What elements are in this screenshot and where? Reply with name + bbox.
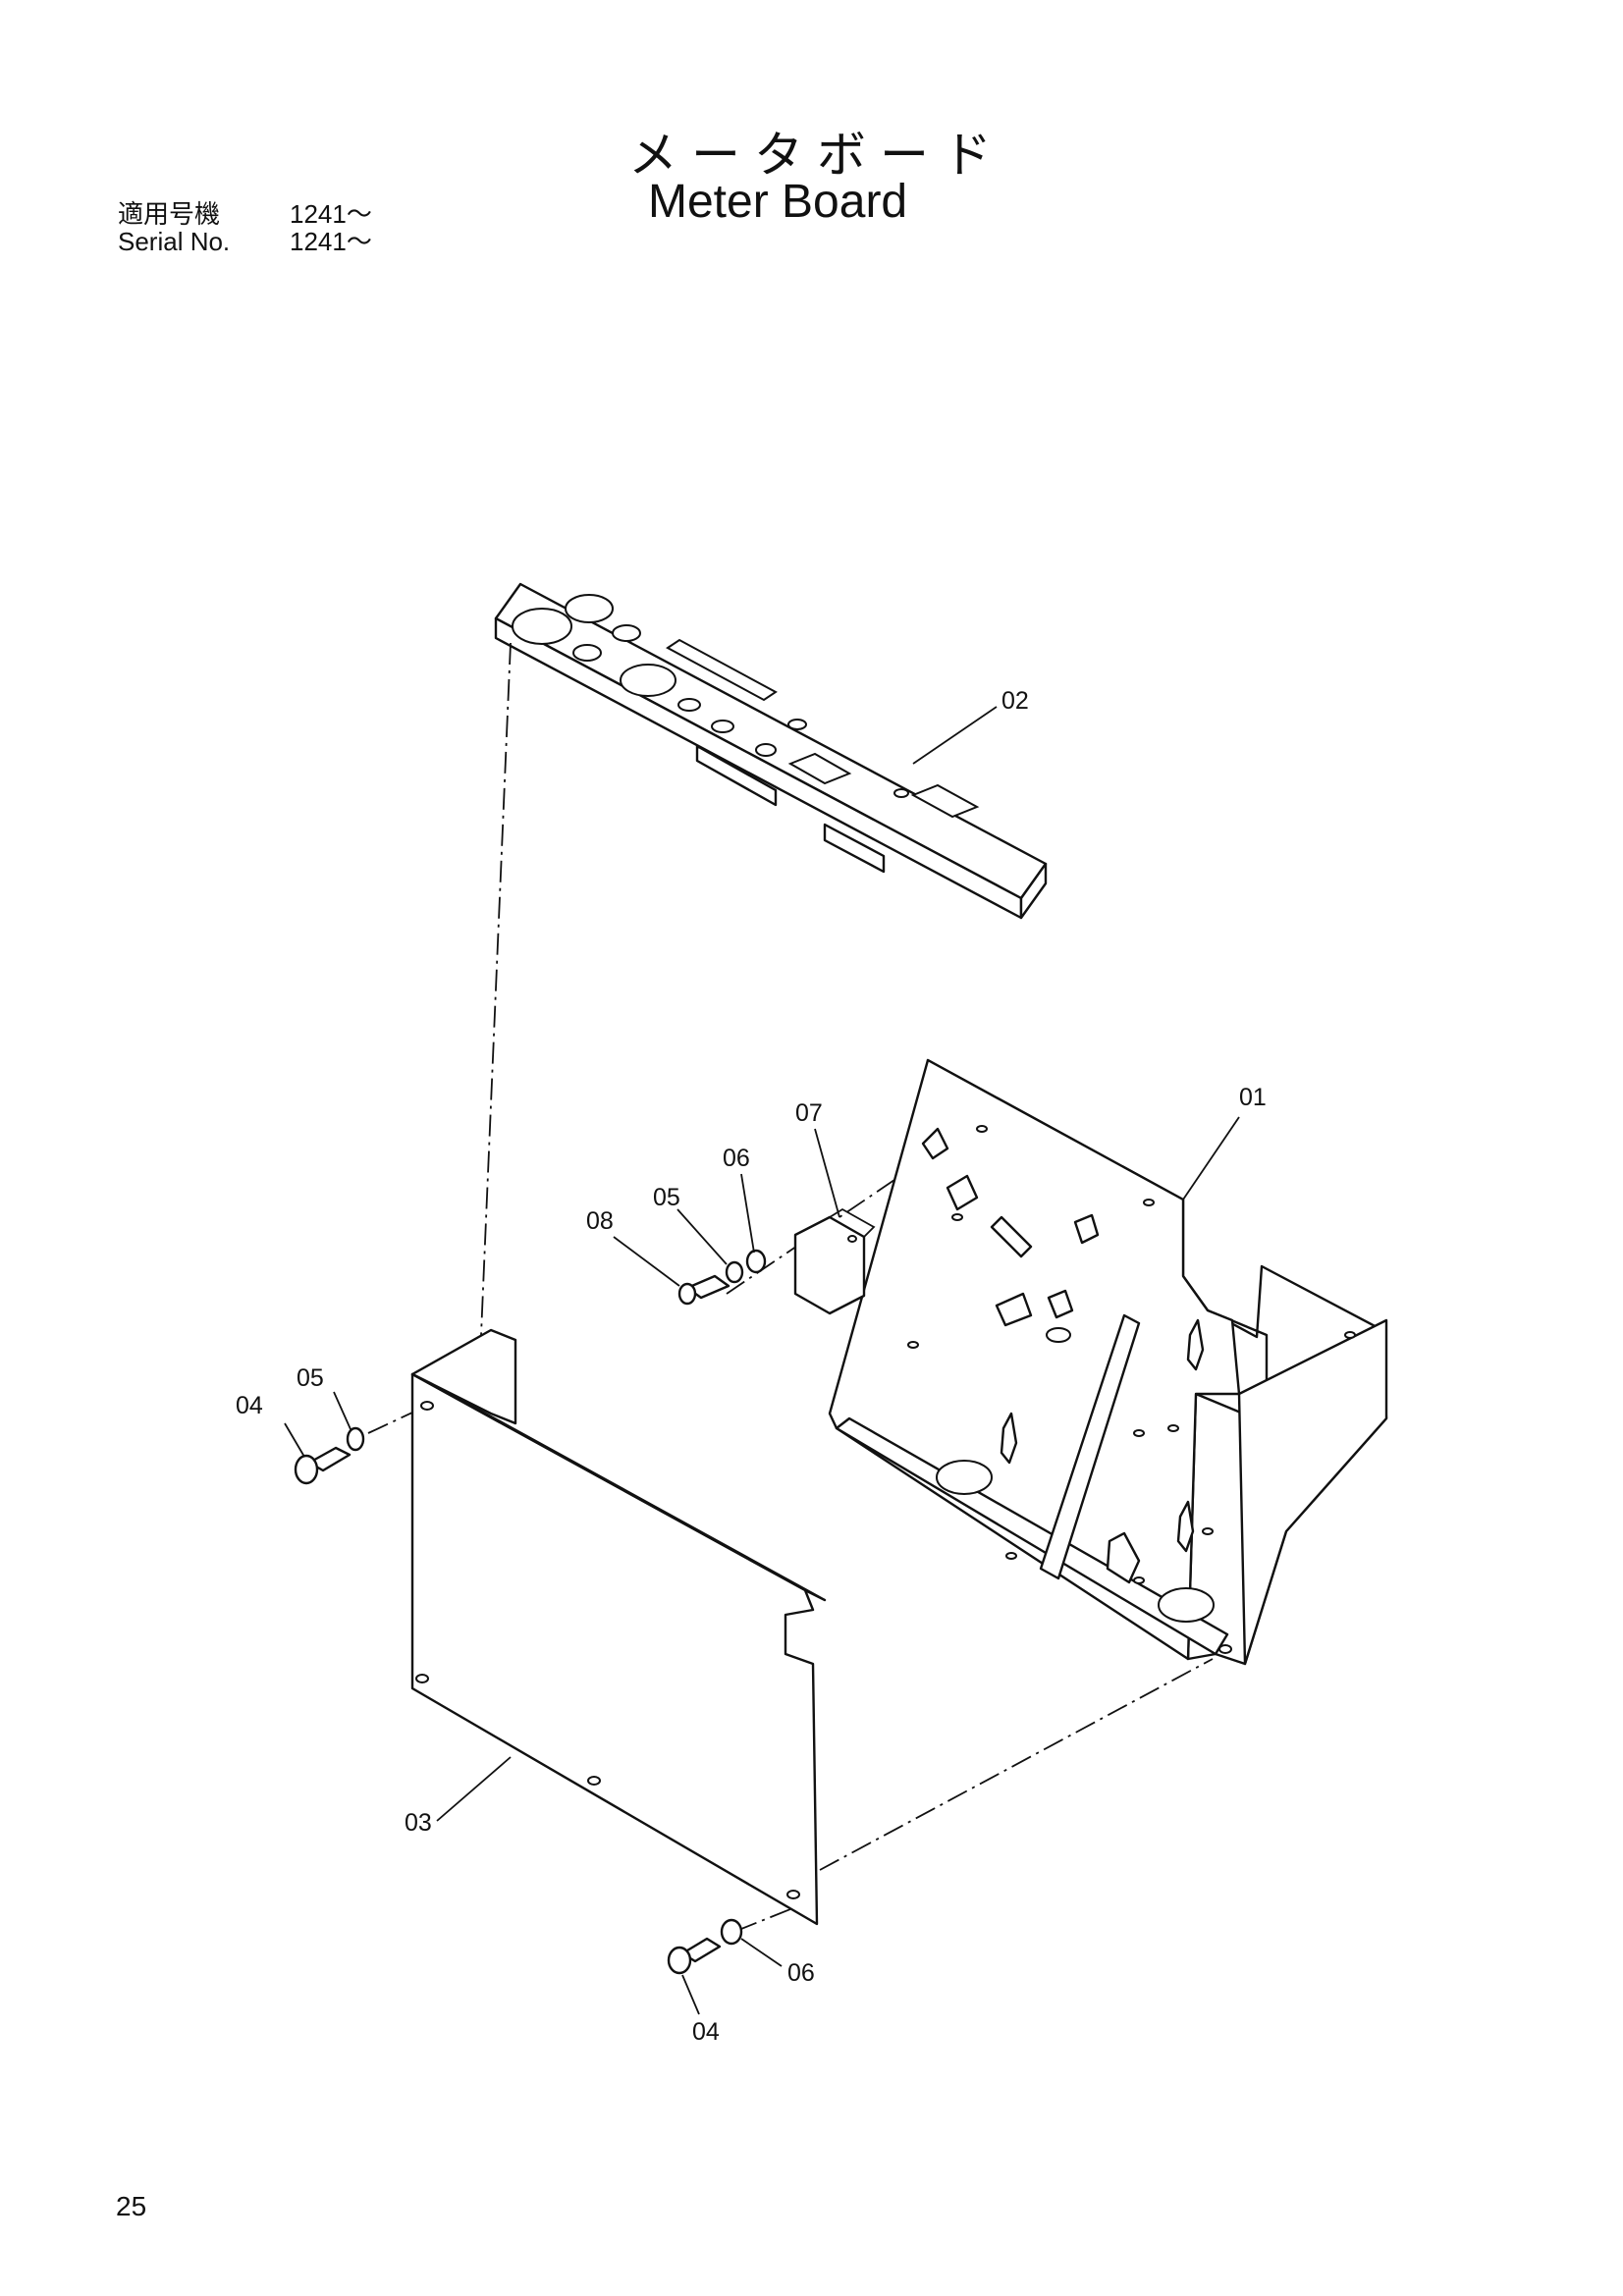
page-number: 25: [116, 2191, 147, 2221]
guide-line-cover-frame: [819, 1658, 1214, 1871]
callout-03: 03: [405, 1809, 432, 1837]
leader-08: [613, 1236, 680, 1287]
bracket-part-07: [793, 1207, 876, 1315]
callout-01: 01: [1239, 1084, 1267, 1111]
callout-08: 08: [586, 1207, 614, 1235]
leader-03: [436, 1756, 512, 1822]
leader-01: [1182, 1116, 1240, 1201]
callout-06a: 06: [723, 1145, 750, 1172]
leader-02: [912, 706, 998, 765]
leader-07: [814, 1128, 840, 1218]
serial-row-japanese: 適用号機 1241～: [118, 194, 372, 231]
meter-panel-part-02: [494, 582, 1048, 920]
lock-washer-part-05-upper: [725, 1260, 744, 1284]
callout-06b: 06: [787, 1959, 815, 1987]
callout-04b: 04: [692, 2018, 720, 2046]
leader-04a: [284, 1422, 305, 1458]
bolt-part-04-left: [294, 1446, 352, 1485]
callout-05a: 05: [297, 1364, 324, 1392]
guide-line-bracket: [726, 1123, 978, 1295]
screw-part-08: [677, 1274, 730, 1306]
leader-06a: [740, 1173, 755, 1254]
guide-line-lower-bolt: [735, 1908, 791, 1932]
leader-05b: [676, 1208, 728, 1265]
leader-05a: [333, 1391, 352, 1430]
leader-06b: [740, 1938, 783, 1967]
serial-row-english: Serial No. 1241～: [118, 222, 372, 258]
flat-washer-part-06-lower: [720, 1918, 743, 1946]
flat-washer-part-06-upper: [745, 1249, 767, 1274]
serial-value-english: 1241～: [290, 227, 372, 256]
side-cover-part-03: [410, 1328, 827, 1926]
guide-line-panel: [480, 642, 512, 1336]
callout-05b: 05: [653, 1184, 680, 1211]
page-title-japanese: メータボード: [628, 127, 1005, 184]
serial-label-japanese: 適用号機: [118, 199, 221, 229]
leader-04b: [681, 1974, 700, 2015]
bolt-part-04-lower: [667, 1937, 722, 1975]
serial-label-english: Serial No.: [118, 227, 231, 256]
callout-04a: 04: [236, 1392, 263, 1419]
frame-part-01: [828, 1058, 1388, 1666]
callout-02: 02: [1001, 687, 1029, 715]
lock-washer-part-05-left: [346, 1426, 365, 1452]
page-title-english: Meter Board: [648, 176, 908, 228]
callout-07: 07: [795, 1099, 823, 1127]
serial-value-japanese: 1241～: [290, 199, 372, 229]
